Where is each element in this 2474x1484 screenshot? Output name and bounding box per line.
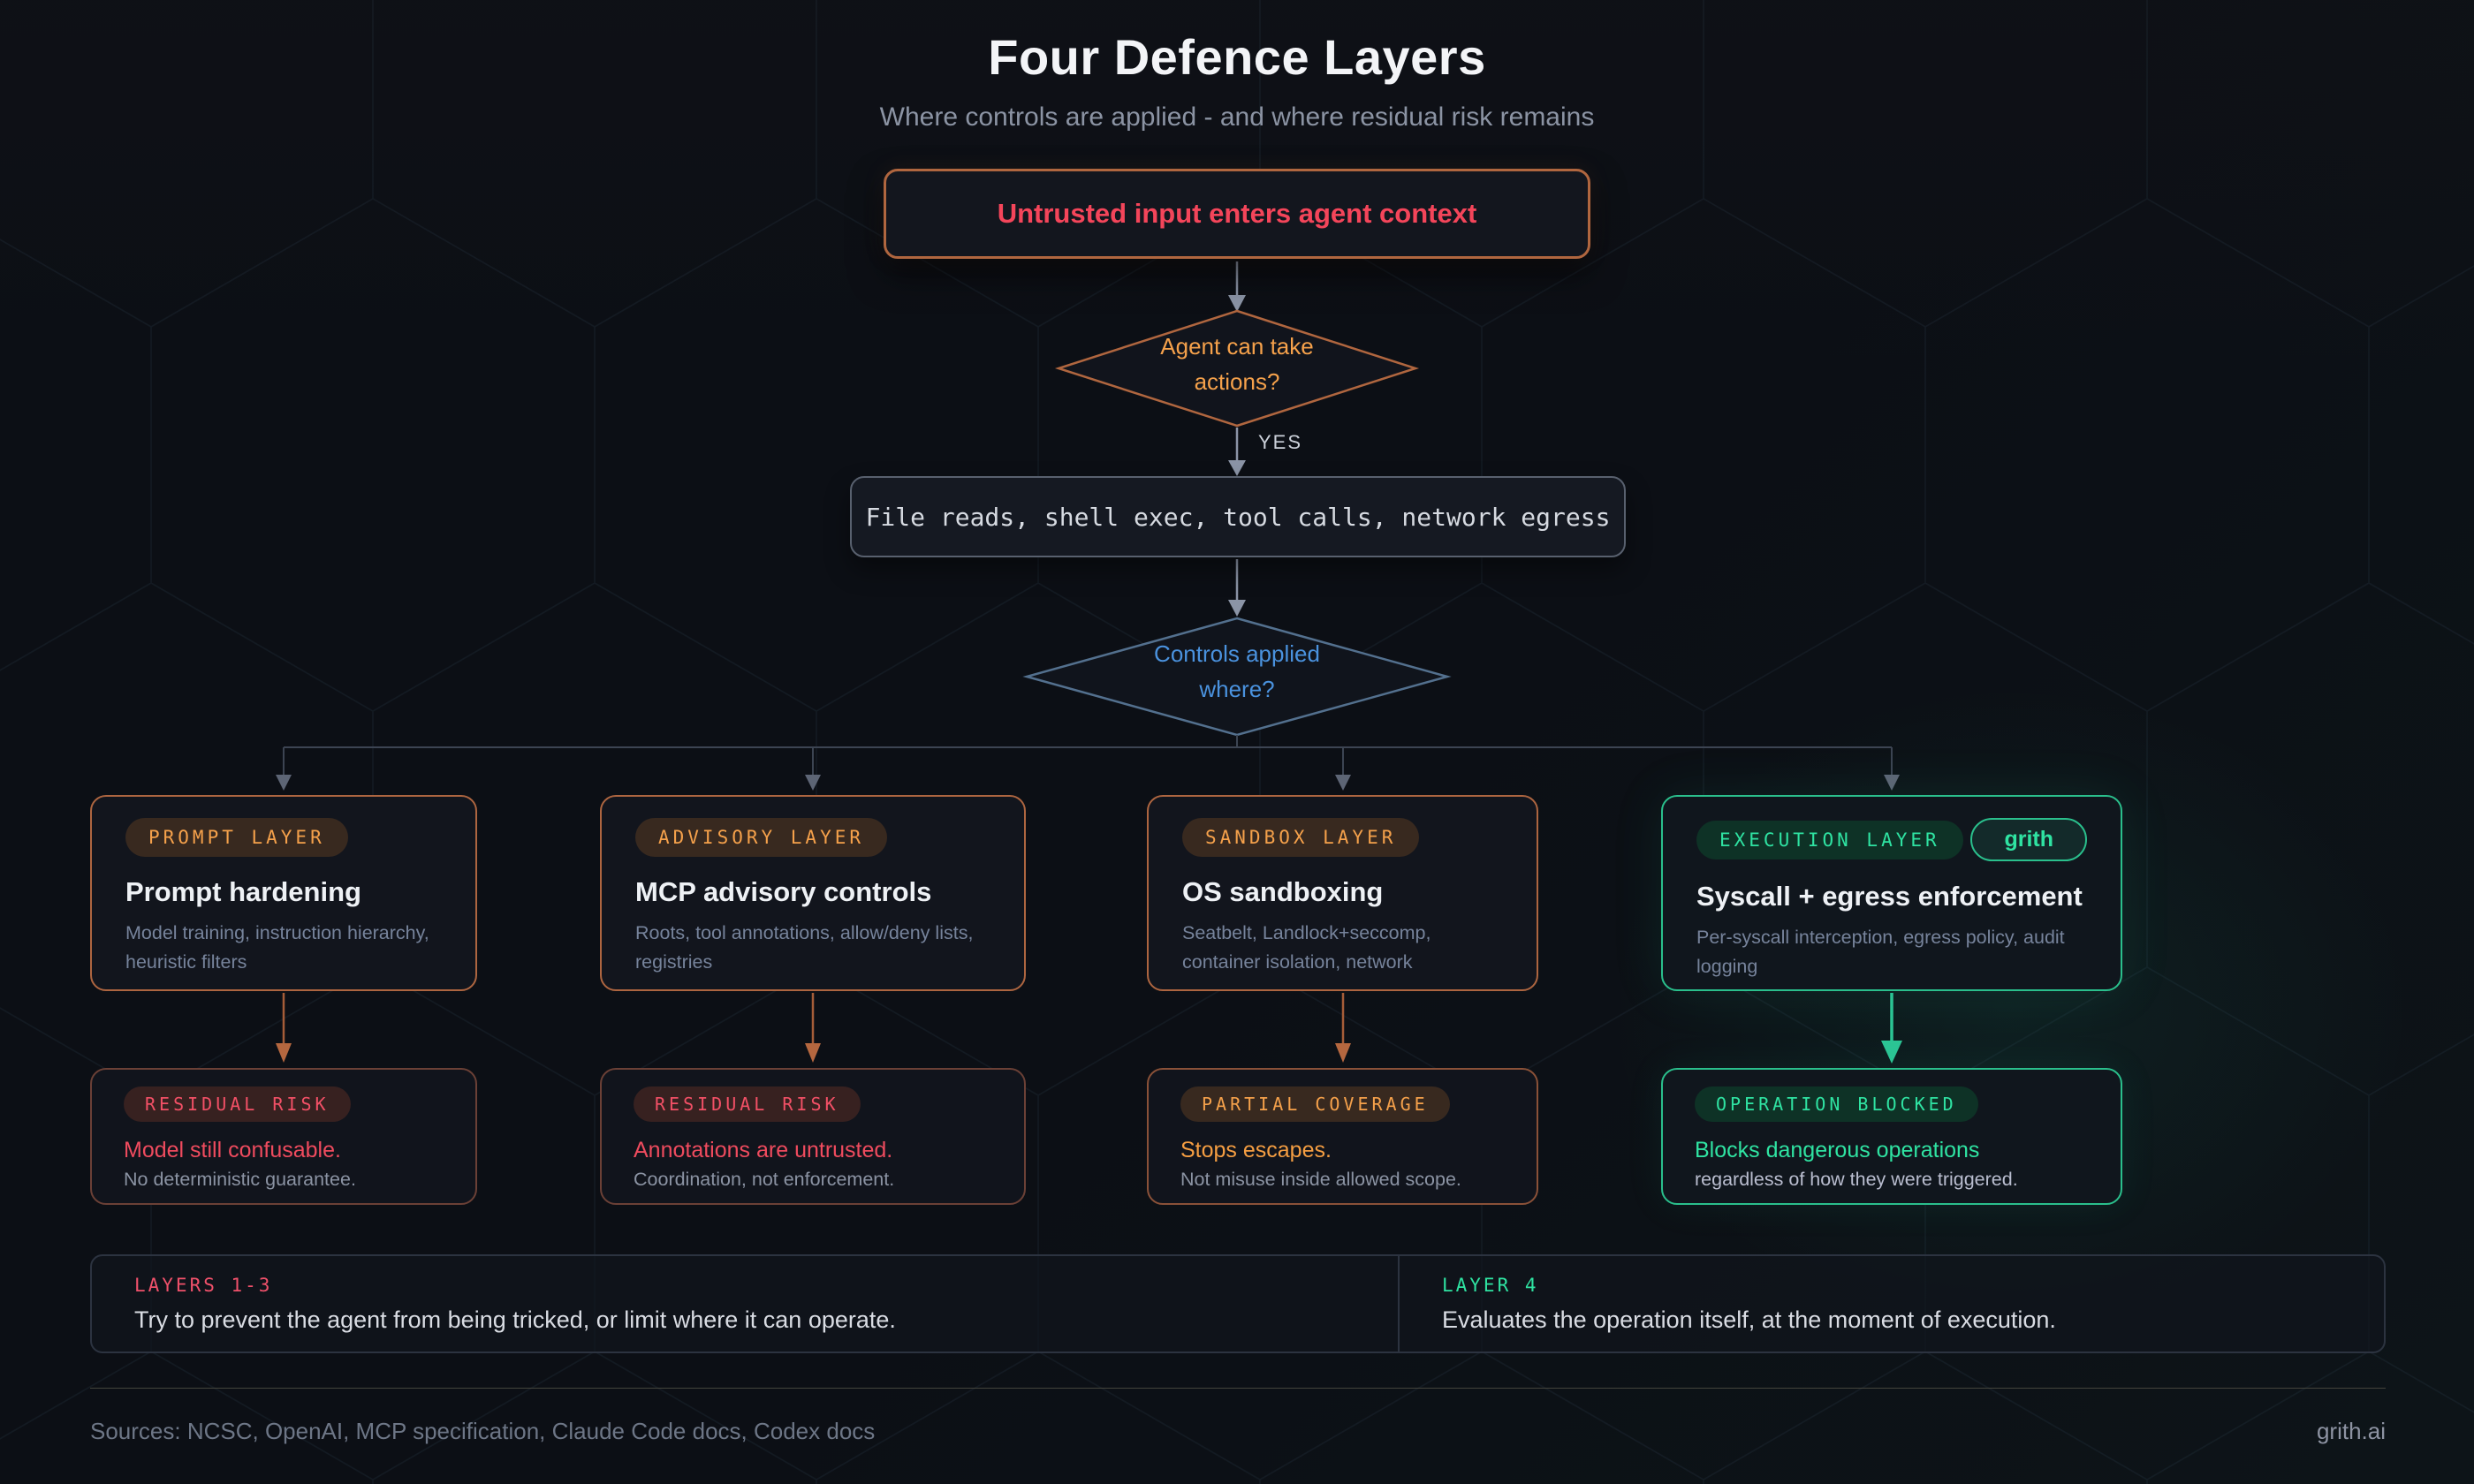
card-sandbox-layer: SANDBOX LAYER OS sandboxing Seatbelt, La… xyxy=(1147,795,1538,991)
prompt-layer-badge: PROMPT LAYER xyxy=(125,818,348,857)
summary-strip: LAYERS 1-3 Try to prevent the agent from… xyxy=(90,1254,2386,1353)
outcome-desc-3: Not misuse inside allowed scope. xyxy=(1180,1169,1461,1190)
decision-controls-line1: Controls applied xyxy=(1154,640,1320,667)
arrow-actions-to-controls xyxy=(1228,559,1246,617)
sources-text: Sources: NCSC, OpenAI, MCP specification… xyxy=(90,1418,876,1444)
brand-mark: grith.ai xyxy=(2316,1418,2386,1444)
page-subtitle: Where controls are applied - and where r… xyxy=(879,102,1595,132)
card-advisory-layer: ADVISORY LAYER MCP advisory controls Roo… xyxy=(600,795,1026,991)
arrow-yes xyxy=(1228,428,1246,476)
summary-right-text: Evaluates the operation itself, at the m… xyxy=(1442,1306,2056,1333)
outcome-desc-2: Coordination, not enforcement. xyxy=(634,1169,895,1190)
decision-actions-line1: Agent can take xyxy=(1160,333,1314,360)
outcome-title-3: Stops escapes. xyxy=(1180,1138,1332,1162)
split-tree-arrowheads xyxy=(276,775,1900,791)
decision-actions-label: Agent can take actions? xyxy=(1059,329,1415,400)
outcome-partial-coverage: PARTIAL COVERAGE Stops escapes. Not misu… xyxy=(1147,1068,1538,1205)
arrow-entry-to-decision xyxy=(1228,261,1246,312)
decision-actions-diamond xyxy=(1054,309,1420,428)
capabilities-node: File reads, shell exec, tool calls, netw… xyxy=(850,476,1626,557)
execution-layer-badge: EXECUTION LAYER xyxy=(1696,820,1963,859)
partial-coverage-badge: PARTIAL COVERAGE xyxy=(1180,1086,1450,1122)
execution-layer-title: Syscall + egress enforcement xyxy=(1696,881,2083,912)
residual-risk-badge-2: RESIDUAL RISK xyxy=(634,1086,861,1122)
entry-node: Untrusted input enters agent context xyxy=(884,169,1590,259)
footer-divider xyxy=(90,1388,2386,1389)
advisory-layer-title: MCP advisory controls xyxy=(635,876,932,907)
page-title: Four Defence Layers xyxy=(988,29,1486,85)
summary-right-label: LAYER 4 xyxy=(1442,1274,1539,1296)
summary-layers-1-3: LAYERS 1-3 Try to prevent the agent from… xyxy=(92,1256,1398,1352)
decision-controls-label: Controls applied where? xyxy=(1027,636,1447,708)
operation-blocked-badge: OPERATION BLOCKED xyxy=(1695,1086,1978,1122)
split-tree xyxy=(283,735,1893,775)
outcome-title-4: Blocks dangerous operations xyxy=(1695,1138,1980,1162)
yes-edge-label: YES xyxy=(1258,431,1303,453)
decision-controls-line2: where? xyxy=(1199,676,1275,703)
execution-layer-badge-row: EXECUTION LAYER grith xyxy=(1696,818,2087,861)
outcome-desc-4: regardless of how they were triggered. xyxy=(1695,1169,2018,1190)
residual-arrows xyxy=(276,993,1351,1063)
outcome-title-2: Annotations are untrusted. xyxy=(634,1138,893,1162)
outcome-title-1: Model still confusable. xyxy=(124,1138,341,1162)
outcome-operation-blocked: OPERATION BLOCKED Blocks dangerous opera… xyxy=(1661,1068,2122,1205)
advisory-layer-desc: Roots, tool annotations, allow/deny list… xyxy=(635,922,974,973)
summary-left-text: Try to prevent the agent from being tric… xyxy=(134,1306,896,1333)
sandbox-layer-badge: SANDBOX LAYER xyxy=(1182,818,1420,857)
sandbox-layer-title: OS sandboxing xyxy=(1182,876,1384,907)
entry-node-label: Untrusted input enters agent context xyxy=(997,198,1477,229)
card-execution-layer: EXECUTION LAYER grith Syscall + egress e… xyxy=(1661,795,2122,991)
outcome-residual-risk-1: RESIDUAL RISK Model still confusable. No… xyxy=(90,1068,477,1205)
outcome-residual-risk-2: RESIDUAL RISK Annotations are untrusted.… xyxy=(600,1068,1026,1205)
summary-layer-4: LAYER 4 Evaluates the operation itself, … xyxy=(1398,1256,2384,1352)
capabilities-label: File reads, shell exec, tool calls, netw… xyxy=(865,502,1611,532)
advisory-layer-badge: ADVISORY LAYER xyxy=(635,818,888,857)
summary-left-label: LAYERS 1-3 xyxy=(134,1274,273,1296)
card-prompt-layer: PROMPT LAYER Prompt hardening Model trai… xyxy=(90,795,477,991)
sandbox-layer-desc: Seatbelt, Landlock+seccomp, container is… xyxy=(1182,922,1431,973)
enforcement-arrow xyxy=(1881,993,1902,1064)
residual-risk-badge-1: RESIDUAL RISK xyxy=(124,1086,351,1122)
grith-brand-pill: grith xyxy=(1970,818,2087,861)
prompt-layer-title: Prompt hardening xyxy=(125,876,361,907)
prompt-layer-desc: Model training, instruction hierarchy, h… xyxy=(125,922,429,973)
outcome-desc-1: No deterministic guarantee. xyxy=(124,1169,356,1190)
decision-actions-line2: actions? xyxy=(1194,368,1280,396)
execution-layer-desc: Per-syscall interception, egress policy,… xyxy=(1696,927,2065,978)
